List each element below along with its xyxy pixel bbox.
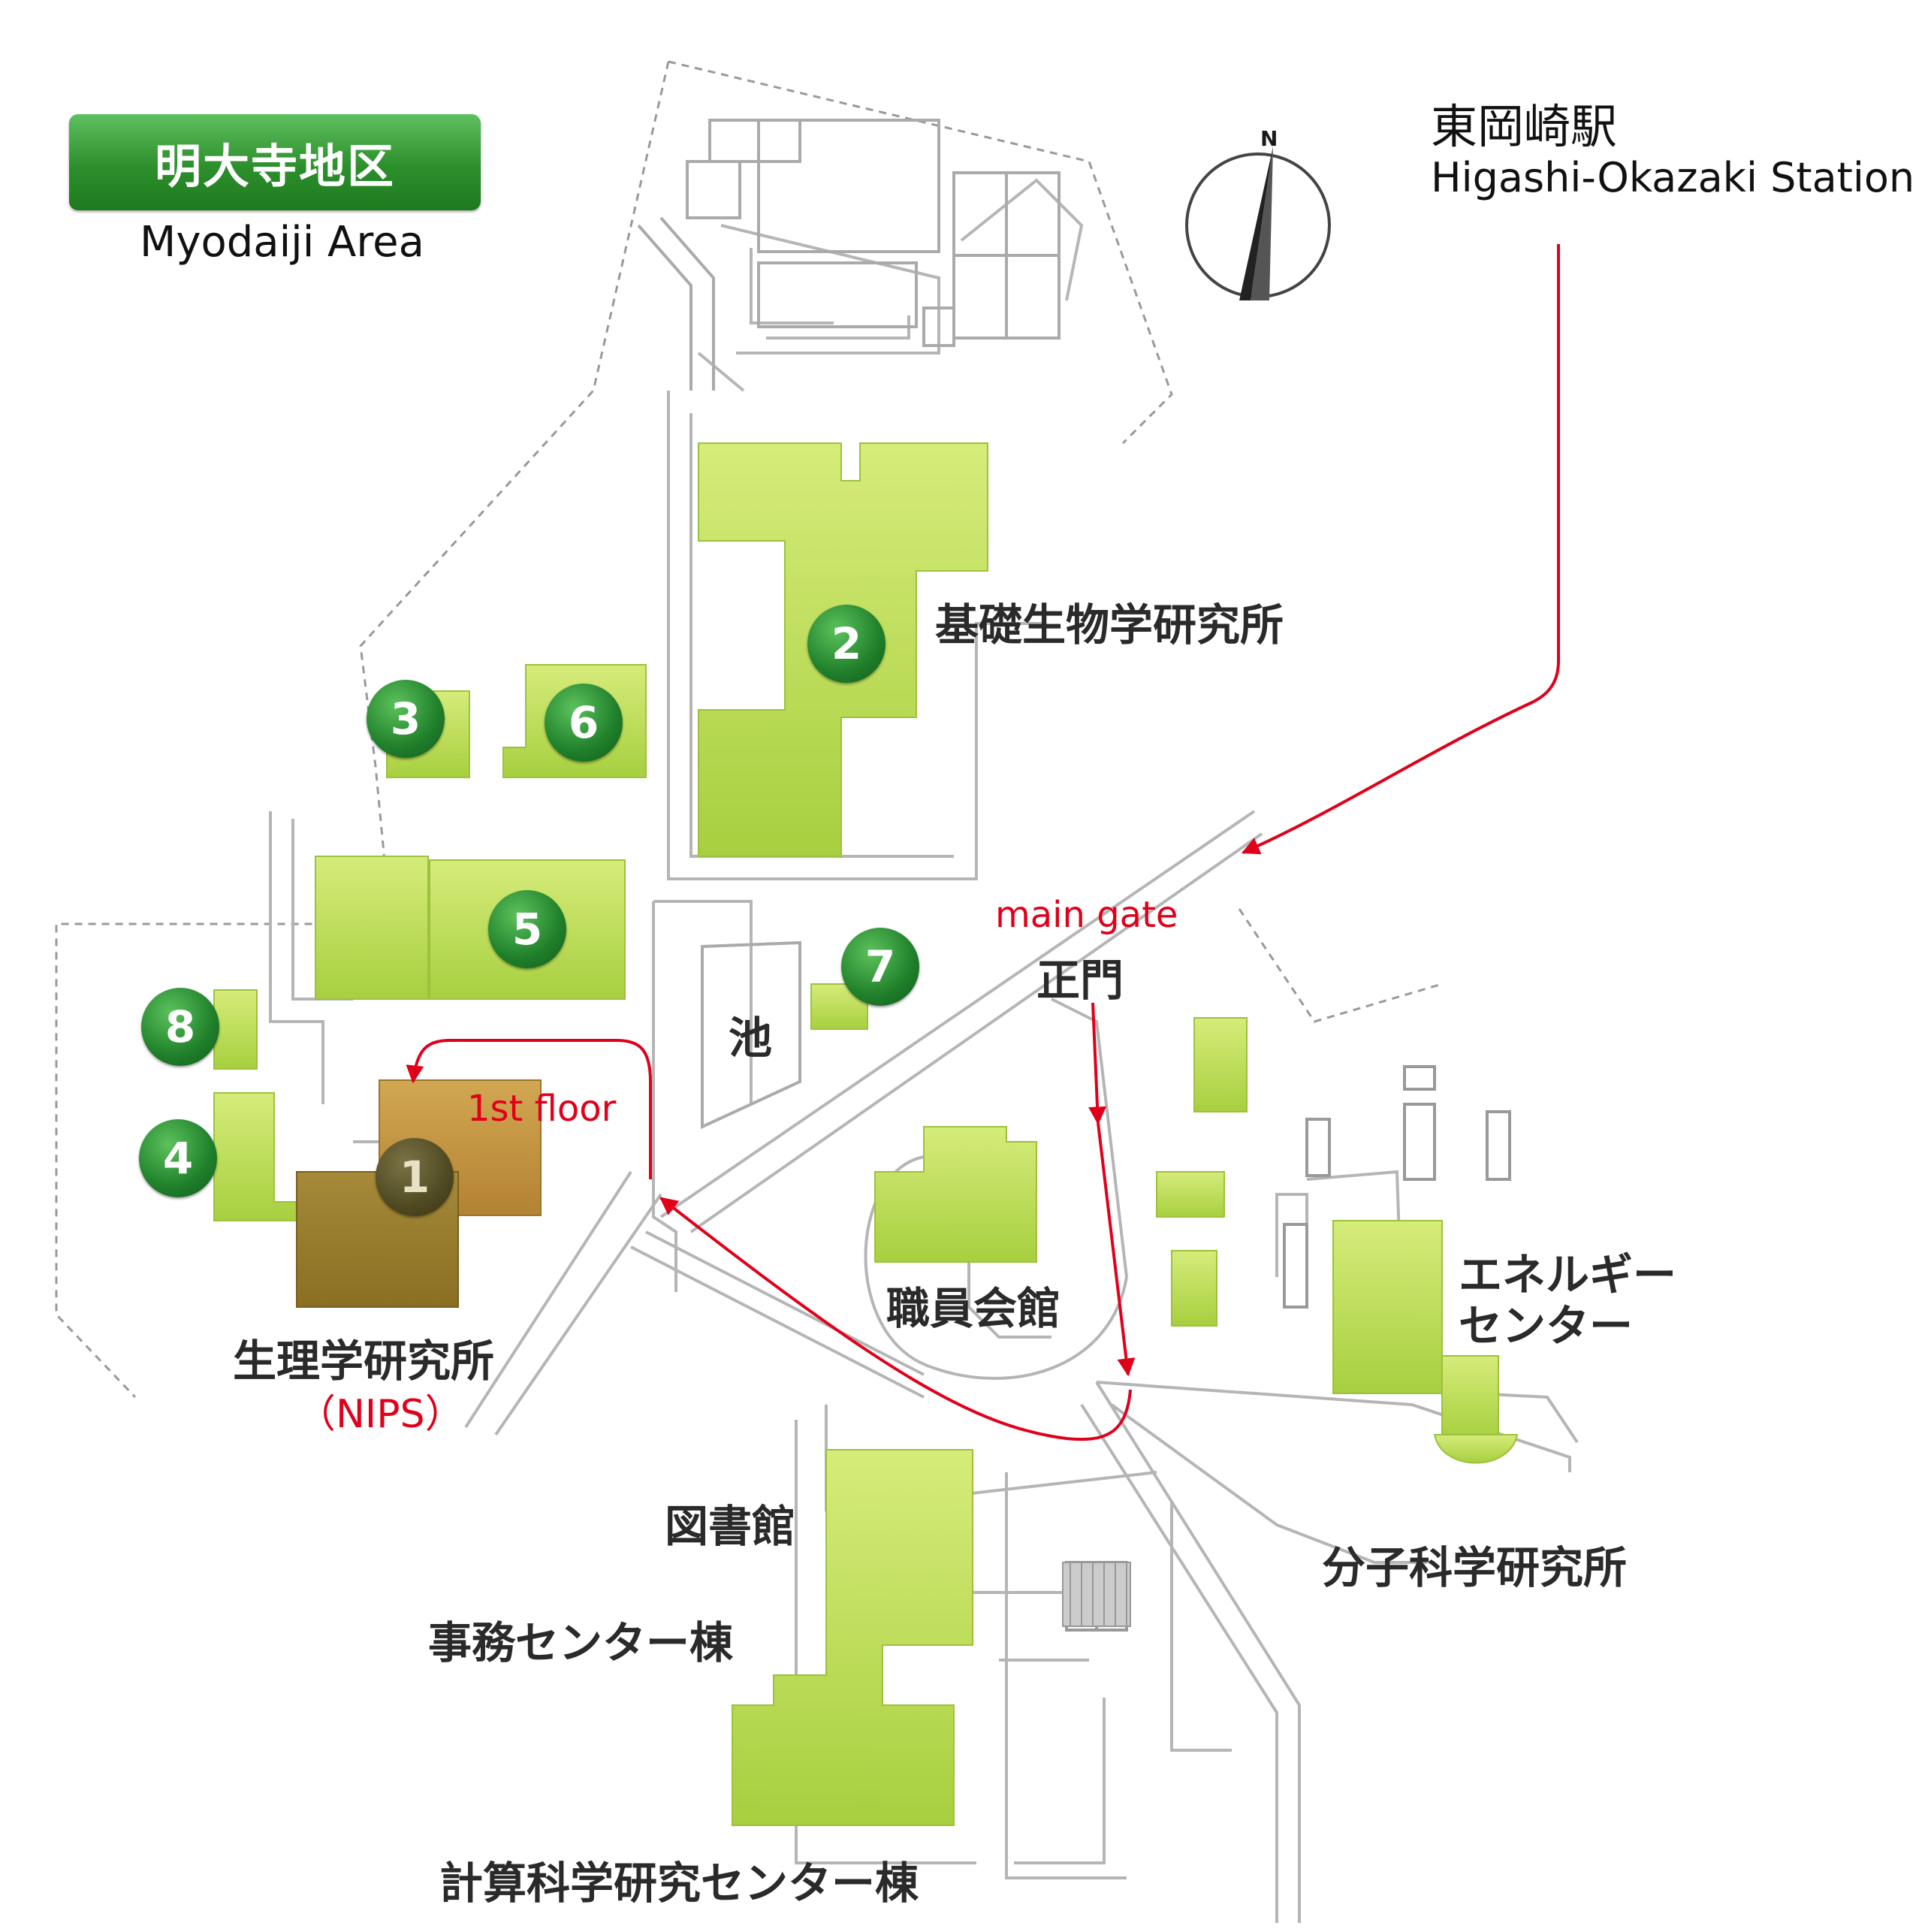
pond-outline (701, 940, 801, 1130)
label-energy-1: エネルギー (1459, 1249, 1677, 1300)
label-energy-2: センター (1459, 1300, 1634, 1351)
north-structures (637, 119, 1061, 391)
label-admin: 事務センター棟 (428, 1617, 734, 1668)
compass (1185, 146, 1331, 300)
label-main-gate-en: main gate (995, 894, 1178, 936)
label-library: 図書館 (665, 1501, 796, 1552)
label-pond: 池 (729, 1013, 773, 1064)
marker-1[interactable]: 1 (376, 1138, 454, 1216)
marker-2[interactable]: 2 (807, 605, 886, 683)
marker-3[interactable]: 3 (367, 680, 445, 758)
area-title-en: Myodaiji Area (140, 218, 424, 267)
campus-boundary (55, 60, 1443, 1399)
label-ims: 分子科学研究所 (1322, 1542, 1628, 1593)
compass-north-label: N (1260, 126, 1278, 151)
label-nips-jp: 生理学研究所 (233, 1336, 495, 1387)
station-name-en: Higashi-Okazaki Station (1431, 154, 1915, 201)
label-first-floor: 1st floor (467, 1088, 617, 1130)
label-nips-en: （NIPS） (297, 1392, 464, 1437)
label-staff-hall: 職員会館 (886, 1283, 1061, 1334)
marker-7[interactable]: 7 (841, 928, 919, 1006)
label-main-gate-jp: 正門 (1036, 955, 1124, 1006)
marker-4[interactable]: 4 (139, 1119, 217, 1197)
roads (269, 178, 1579, 1923)
marker-5[interactable]: 5 (488, 890, 566, 968)
station-name-jp: 東岡崎駅 (1431, 99, 1618, 154)
area-title-badge: 明大寺地区 (69, 114, 481, 210)
marker-8[interactable]: 8 (141, 988, 219, 1066)
label-computing: 計算科学研究センター棟 (439, 1858, 919, 1909)
marker-6[interactable]: 6 (545, 684, 623, 762)
route (406, 244, 1560, 1441)
stairs (1062, 1562, 1131, 1627)
label-nibb: 基礎生物学研究所 (935, 599, 1284, 651)
